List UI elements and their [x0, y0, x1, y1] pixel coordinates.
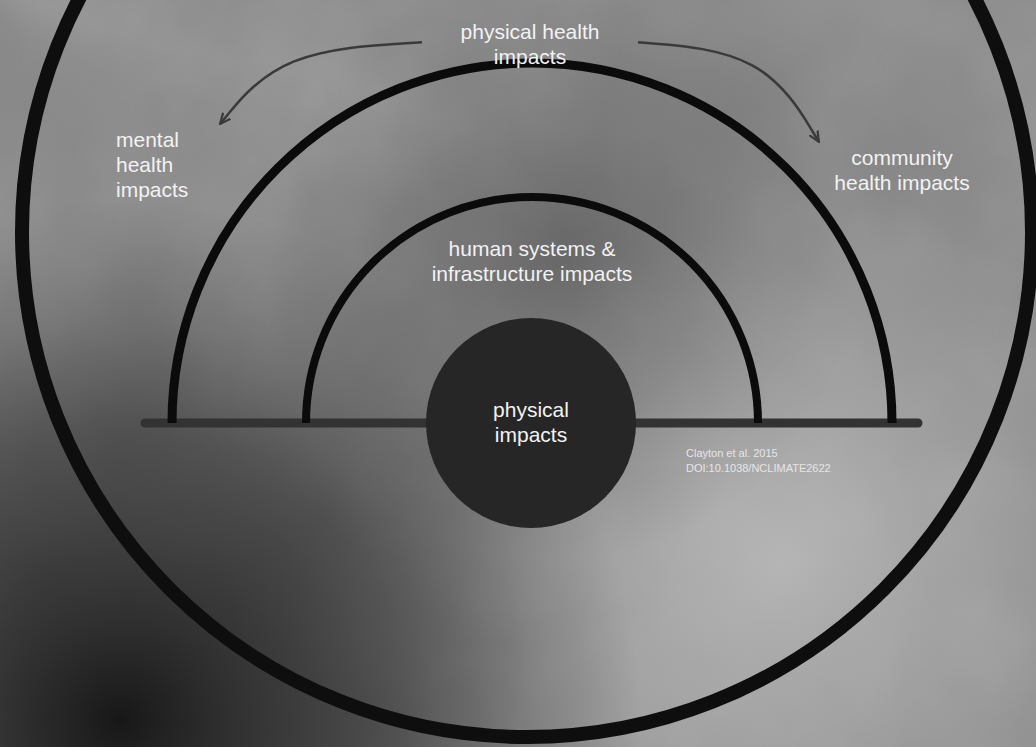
text-group: community health impacts — [823, 146, 981, 196]
node-label: physical health impacts — [430, 20, 630, 70]
text-group: human systems & infrastructure impacts — [407, 237, 657, 287]
side-node: mental health impacts — [116, 128, 216, 202]
heading-node: physical health impacts — [430, 20, 630, 70]
citation-note: Clayton et al. 2015 DOI:10.1038/NCLIMATE… — [686, 446, 871, 476]
outer-ring — [22, 0, 1032, 737]
text-group: physical impacts — [426, 318, 636, 528]
curved-arrow — [638, 42, 819, 142]
node-label: human systems & infrastructure impacts — [407, 237, 657, 287]
curved-arrow — [220, 42, 422, 124]
node-label: community health impacts — [823, 146, 981, 196]
node-label: physical impacts — [471, 398, 591, 448]
circle-fill — [426, 318, 636, 528]
text-wrap: physical impacts — [471, 398, 591, 448]
node-label: mental health impacts — [116, 128, 216, 202]
text-group: physical health impacts — [430, 20, 630, 70]
core-circle: physical impacts — [426, 318, 636, 528]
arch-band: human systems & infrastructure impactsph… — [306, 197, 758, 423]
side-node: community health impacts — [823, 146, 981, 196]
text-group: mental health impacts — [116, 128, 216, 202]
